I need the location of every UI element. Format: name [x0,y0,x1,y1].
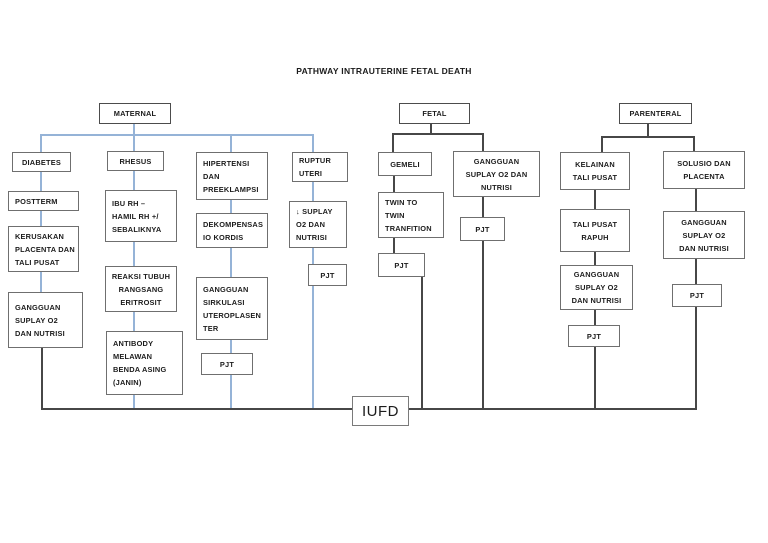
connector-kelainan-rapuh [594,190,596,209]
node-pjt-kelainan: PJT [568,325,620,347]
connector-pjt-fetal-sink [482,241,484,410]
connector-maternal-stub [133,124,135,135]
node-pjt-solusio: PJT [672,284,722,307]
node-kerusakan-placenta: KERUSAKAN PLACENTA DAN TALI PUSAT [8,226,79,272]
node-fetal: FETAL [399,103,470,124]
connector-dekompensasio-sirkulasi [230,248,232,277]
connector-fetal-rail [392,133,484,135]
node-gangguan-sirkulasi: GANGGUAN SIRKULASI UTEROPLASEN TER [196,277,268,340]
connector-gangguan-fetal-pjt [482,197,484,217]
connector-fetal-stub [430,124,432,134]
node-gangguan-suplay-fetal: GANGGUAN SUPLAY O2 DAN NUTRISI [453,151,540,197]
node-twin-to-twin: TWIN TO TWIN TRANFITION [378,192,444,238]
node-gemeli: GEMELI [378,152,432,176]
node-tali-pusat-rapuh: TALI PUSAT RAPUH [560,209,630,252]
connector-drop-gemeli [392,133,394,152]
connector-postterm-kerusakan [40,211,42,226]
connector-gangguan-solusio-pjt [695,259,697,284]
connector-drop-hipertensi [230,134,232,152]
connector-parenteral-rail [601,136,695,138]
connector-solusio-gangguan [695,189,697,211]
node-diabetes: DIABETES [12,152,71,172]
node-pjt-gemeli: PJT [378,253,425,277]
node-gangguan-suplay-diabetes: GANGGUAN SUPLAY O2 DAN NUTRISI [8,292,83,348]
connector-drop-kelainan [601,136,603,152]
connector-hipertensi-dekompensasio [230,200,232,213]
node-dekompensasio: DEKOMPENSAS IO KORDIS [196,213,268,248]
node-hipertensi: HIPERTENSI DAN PREEKLAMPSI [196,152,268,200]
connector-parenteral-stub [647,124,649,137]
connector-pjt-solusio-sink [695,307,697,410]
connector-pjt-hipertensi-sink [230,375,232,410]
connector-iburh-reaksi [133,242,135,266]
connector-ruptur-suplay [312,182,314,201]
connector-drop-diabetes [40,134,42,152]
connector-drop-rhesus [133,134,135,152]
page-title: PATHWAY INTRAUTERINE FETAL DEATH [296,66,472,76]
node-gangguan-suplay-solusio: GANGGUAN SUPLAY O2 DAN NUTRISI [663,211,745,259]
node-maternal: MATERNAL [99,103,171,124]
node-rhesus: RHESUS [107,151,164,171]
connector-pjt-ruptur-sink [312,286,314,410]
node-antibody: ANTIBODY MELAWAN BENDA ASING (JANIN) [106,331,183,395]
connector-pjt-kelainan-sink [594,347,596,410]
node-gangguan-suplay-kelainan: GANGGUAN SUPLAY O2 DAN NUTRISI [560,265,633,310]
node-pjt-fetal: PJT [460,217,505,241]
connector-gangguan-diabetes-sink [41,348,43,410]
node-iufd: IUFD [352,396,409,426]
connector-suplay-pjt [312,248,314,264]
connector-drop-gangguan-fetal [482,133,484,151]
node-ruptur-uteri: RUPTUR UTERI [292,152,348,182]
connector-kerusakan-gangguan [40,272,42,292]
connector-pjt-gemeli-sink [421,277,423,410]
node-kelainan-tali-pusat: KELAINAN TALI PUSAT [560,152,630,190]
node-pjt-ruptur: PJT [308,264,347,286]
connector-rhesus-iburh [133,171,135,190]
node-reaksi-tubuh: REAKSI TUBUH RANGSANG ERITROSIT [105,266,177,312]
node-solusio-placenta: SOLUSIO DAN PLACENTA [663,151,745,189]
connector-drop-solusio [693,136,695,151]
node-suplay-turun: ↓ SUPLAY O2 DAN NUTRISI [289,201,347,248]
connector-gangguan-kelainan-pjt [594,310,596,325]
node-postterm: POSTTERM [8,191,79,211]
connector-antibody-sink [133,395,135,410]
connector-rapuh-gangguan [594,252,596,265]
connector-diabetes-postterm [40,172,42,191]
node-parenteral: PARENTERAL [619,103,692,124]
connector-drop-ruptur [312,134,314,152]
node-ibu-rh: IBU RH – HAMIL RH +/ SEBALIKNYA [105,190,177,242]
connector-maternal-rail [40,134,314,136]
connector-reaksi-antibody [133,312,135,331]
connector-gemeli-twin [393,176,395,192]
node-pjt-hipertensi: PJT [201,353,253,375]
connector-twin-pjt [393,238,395,253]
connector-sirkulasi-pjt [230,340,232,353]
